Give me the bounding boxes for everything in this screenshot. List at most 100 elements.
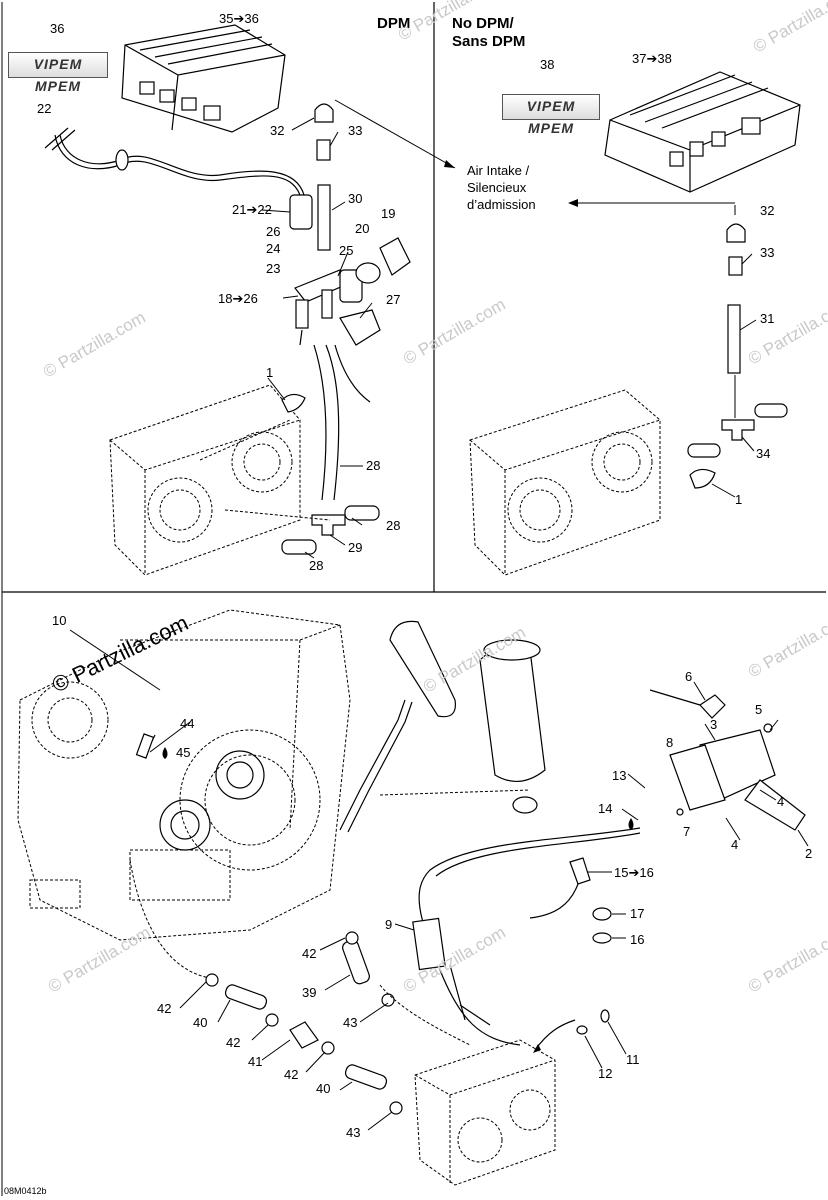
callout-25: 25 bbox=[339, 243, 354, 258]
leader-air-intake-right bbox=[575, 202, 736, 215]
callout-13: 13 bbox=[612, 768, 627, 783]
clip-1-dpm bbox=[281, 393, 306, 413]
callout-3: 3 bbox=[710, 717, 718, 732]
ecu-module-dpm bbox=[121, 24, 286, 133]
callout-6: 6 bbox=[685, 669, 693, 684]
callout-41: 41 bbox=[248, 1054, 263, 1069]
air-intake-note-3: d’admission bbox=[467, 197, 536, 212]
clamp-42-a bbox=[205, 973, 219, 987]
filter-41 bbox=[289, 1021, 319, 1049]
cable-sleeve-9 bbox=[412, 917, 446, 971]
callout-37-38: 37➔38 bbox=[632, 51, 672, 66]
drop-icon-45 bbox=[162, 747, 168, 759]
sensor-44 bbox=[135, 733, 155, 759]
sensor-6 bbox=[699, 694, 726, 719]
callout-42-b: 42 bbox=[157, 1001, 172, 1016]
section-title-dpm: DPM bbox=[377, 15, 411, 32]
callout-23: 23 bbox=[266, 261, 281, 276]
bracket-27 bbox=[339, 309, 381, 346]
callout-35-36: 35➔36 bbox=[219, 11, 259, 26]
callout-44: 44 bbox=[180, 716, 195, 731]
callout-45: 45 bbox=[176, 745, 191, 760]
drawing-code: 08M0412b bbox=[4, 1186, 47, 1196]
callout-40-b: 40 bbox=[316, 1081, 331, 1096]
callout-24: 24 bbox=[266, 241, 281, 256]
callout-29: 29 bbox=[348, 540, 363, 555]
hose-28-short bbox=[334, 344, 371, 403]
wire-harness-22 bbox=[44, 127, 305, 196]
clamp-43-b bbox=[389, 1101, 403, 1115]
clamp-42-c bbox=[321, 1041, 335, 1055]
callout-36: 36 bbox=[50, 21, 65, 36]
carburetor-assembly-dpm bbox=[109, 384, 331, 576]
wire-6 bbox=[649, 689, 701, 706]
engine-assembly bbox=[17, 609, 351, 941]
callout-30: 30 bbox=[348, 191, 363, 206]
callout-22: 22 bbox=[37, 101, 52, 116]
bracket-2 bbox=[744, 779, 806, 831]
callout-1-no-dpm: 1 bbox=[735, 492, 743, 507]
callout-2: 2 bbox=[805, 846, 813, 861]
cap-32-right bbox=[726, 223, 746, 243]
leader-lines bbox=[69, 117, 809, 1131]
cap-32 bbox=[314, 103, 334, 123]
callout-43-b: 43 bbox=[346, 1125, 361, 1140]
silencer-assembly bbox=[379, 639, 546, 814]
tee-fitting-29 bbox=[311, 514, 346, 536]
callout-4-a: 4 bbox=[777, 794, 785, 809]
o-ring-20 bbox=[355, 262, 381, 284]
washer-12 bbox=[576, 1025, 588, 1035]
callout-42-a: 42 bbox=[302, 946, 317, 961]
primer-15 bbox=[569, 857, 591, 885]
callout-21-22: 21➔22 bbox=[232, 202, 272, 217]
callout-32-right: 32 bbox=[760, 203, 775, 218]
callout-17: 17 bbox=[630, 906, 645, 921]
callout-5: 5 bbox=[755, 702, 763, 717]
callout-9: 9 bbox=[385, 917, 393, 932]
screw-7 bbox=[676, 808, 684, 816]
fuel-line-dash bbox=[379, 984, 471, 1046]
hose-40-upper bbox=[224, 984, 268, 1010]
line-to-engine bbox=[129, 859, 211, 979]
washer-16 bbox=[592, 932, 612, 944]
callout-10: 10 bbox=[52, 613, 67, 628]
primer-line bbox=[529, 883, 579, 919]
callout-33: 33 bbox=[348, 123, 363, 138]
callout-27: 27 bbox=[386, 292, 401, 307]
carburetor-assembly-no-dpm bbox=[469, 389, 661, 576]
callout-34: 34 bbox=[756, 446, 771, 461]
connector-19 bbox=[379, 237, 411, 276]
callout-26: 26 bbox=[266, 224, 281, 239]
throttle-cable-9b bbox=[435, 832, 641, 877]
callout-42-d: 42 bbox=[284, 1067, 299, 1082]
callout-39: 39 bbox=[302, 985, 317, 1000]
manifold-block-18 bbox=[294, 269, 363, 329]
callout-12: 12 bbox=[598, 1066, 613, 1081]
callout-32: 32 bbox=[270, 123, 285, 138]
callout-4-b: 4 bbox=[731, 837, 739, 852]
washer-11 bbox=[600, 1009, 610, 1023]
hose-28-right bbox=[344, 505, 380, 521]
sensor-21 bbox=[289, 194, 313, 230]
callout-28-b: 28 bbox=[386, 518, 401, 533]
drop-icon-14 bbox=[628, 818, 634, 830]
clip-1-no-dpm bbox=[689, 468, 716, 489]
callout-18-26: 18➔26 bbox=[218, 291, 258, 306]
arrow-12 bbox=[533, 1044, 541, 1053]
leader-12 bbox=[534, 1019, 576, 1051]
callout-38: 38 bbox=[540, 57, 555, 72]
throttle-cable-9 bbox=[418, 827, 641, 1046]
callout-16: 16 bbox=[630, 932, 645, 947]
callout-20: 20 bbox=[355, 221, 370, 236]
hose-28-vertical bbox=[299, 329, 340, 501]
clamp-42-d bbox=[345, 931, 359, 945]
hose-right-lower bbox=[687, 443, 721, 458]
callout-8: 8 bbox=[666, 735, 674, 750]
callout-31: 31 bbox=[760, 311, 775, 326]
callout-1-dpm: 1 bbox=[266, 365, 274, 380]
carburetor-assembly-bottom bbox=[414, 1039, 556, 1186]
hose-30 bbox=[317, 184, 331, 251]
nut-17 bbox=[592, 907, 612, 921]
callout-15-16: 15➔16 bbox=[614, 865, 654, 880]
